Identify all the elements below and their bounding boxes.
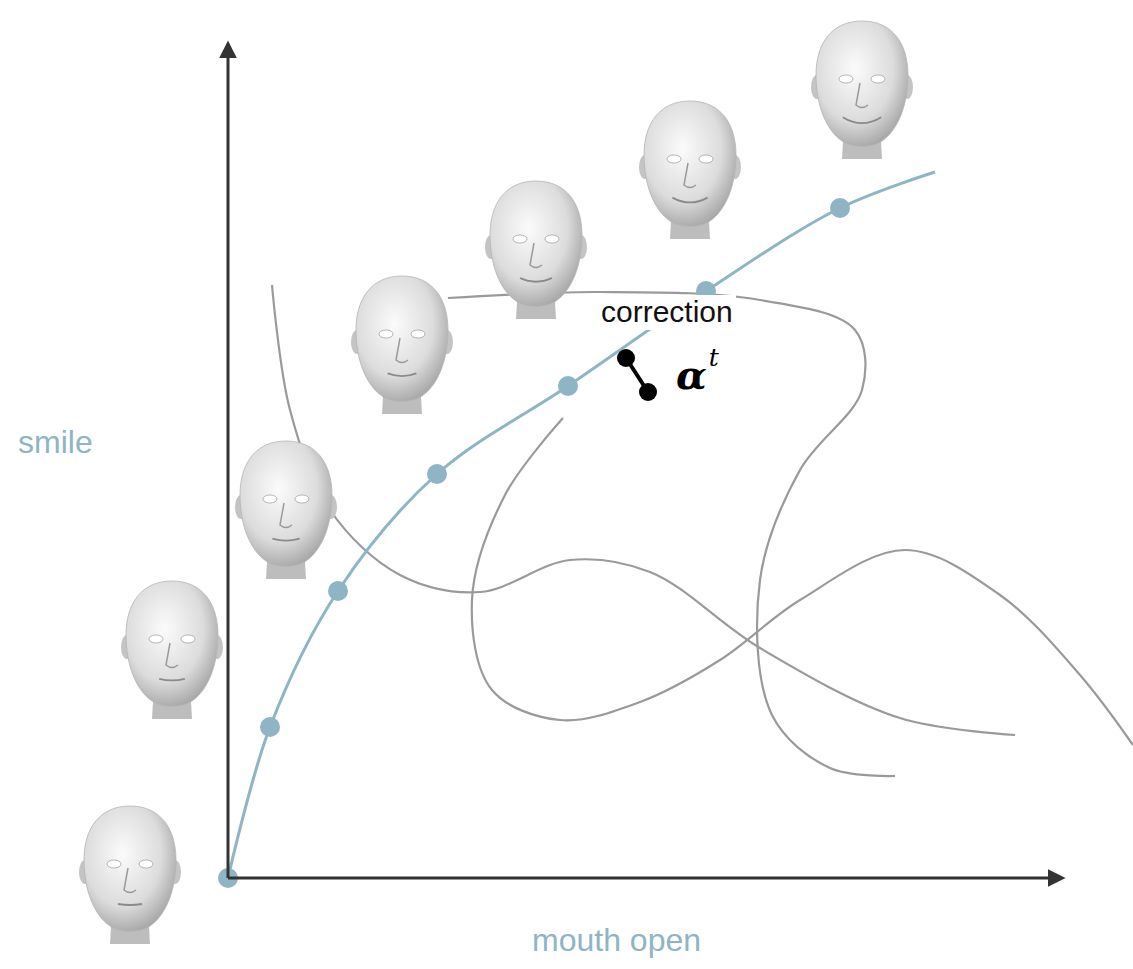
nose bbox=[166, 643, 178, 668]
alpha-symbol: α bbox=[676, 352, 707, 398]
expression-curve bbox=[228, 172, 935, 878]
curve-sample-dot bbox=[328, 581, 348, 601]
eye bbox=[545, 235, 559, 243]
nose bbox=[280, 503, 292, 528]
mouth bbox=[843, 117, 881, 123]
smile-axis bbox=[227, 44, 230, 878]
eye bbox=[139, 860, 153, 868]
nose bbox=[856, 83, 868, 108]
eye bbox=[411, 330, 425, 338]
sample-curve bbox=[472, 418, 1133, 745]
mouth bbox=[388, 373, 417, 376]
sample-curve bbox=[448, 292, 895, 776]
head bbox=[240, 441, 332, 566]
axis-label: mouth open bbox=[532, 922, 701, 959]
face-model bbox=[485, 181, 587, 319]
curve-sample-dot bbox=[558, 376, 578, 396]
nose bbox=[124, 868, 136, 893]
axis-label: smile bbox=[18, 424, 93, 461]
mouth bbox=[672, 198, 707, 203]
head bbox=[490, 181, 582, 306]
eye bbox=[149, 635, 163, 643]
correction-dot bbox=[639, 383, 657, 401]
nose bbox=[530, 243, 542, 268]
mouth bbox=[118, 904, 142, 905]
eye bbox=[181, 635, 195, 643]
mouth-open-axis bbox=[228, 877, 1062, 880]
head bbox=[84, 806, 176, 931]
eye bbox=[839, 75, 853, 83]
head bbox=[126, 581, 218, 706]
head bbox=[816, 21, 908, 146]
nose bbox=[396, 338, 408, 363]
face-model bbox=[351, 276, 453, 414]
correction-label: correction bbox=[598, 295, 736, 330]
curve-sample-dot bbox=[830, 198, 850, 218]
time-superscript: t bbox=[709, 344, 719, 373]
eye bbox=[263, 495, 277, 503]
eye bbox=[871, 75, 885, 83]
face-model bbox=[811, 21, 913, 159]
face-model bbox=[639, 101, 741, 239]
eye bbox=[107, 860, 121, 868]
eye bbox=[295, 495, 309, 503]
mouth bbox=[159, 679, 185, 681]
curve-sample-dot bbox=[427, 464, 447, 484]
face-model bbox=[79, 806, 181, 944]
eye bbox=[379, 330, 393, 338]
mouth bbox=[272, 539, 299, 541]
eye bbox=[699, 155, 713, 163]
correction-dot bbox=[617, 349, 635, 367]
eye bbox=[667, 155, 681, 163]
nose bbox=[684, 163, 696, 188]
head bbox=[644, 101, 736, 226]
face-model bbox=[235, 441, 337, 579]
mouth bbox=[520, 278, 552, 282]
curve-sample-dot bbox=[260, 717, 280, 737]
head bbox=[356, 276, 448, 401]
eye bbox=[513, 235, 527, 243]
face-model bbox=[121, 581, 223, 719]
